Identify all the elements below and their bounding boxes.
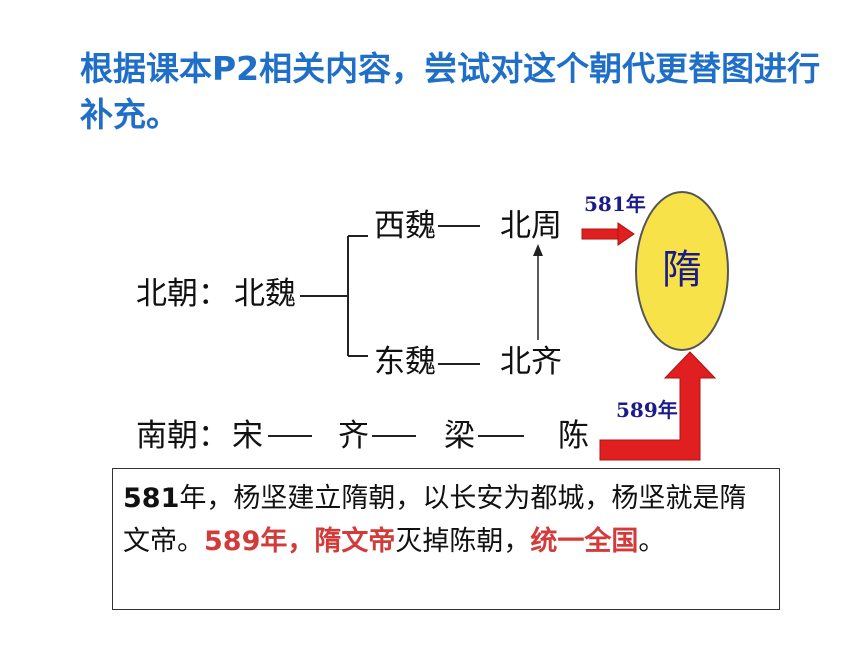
dongwei-label: 东魏 (374, 344, 436, 380)
sui-label: 隋 (662, 247, 702, 293)
south-label: 南朝： (136, 418, 229, 454)
desc-589-text: 灭掉陈朝， (395, 526, 531, 557)
beiqi-label: 北齐 (500, 344, 562, 380)
beiwei-label: 北魏 (234, 276, 296, 312)
south-qi-label: 齐 (338, 418, 369, 454)
sui-ellipse (635, 191, 729, 351)
beiqi-to-beizhou-arrowhead (533, 244, 543, 256)
description-box: 581年，杨坚建立隋朝，以长安为都城，杨坚就是隋文帝。589年，隋文帝灭掉陈朝，… (112, 468, 780, 610)
arrow-581-head (617, 222, 635, 246)
desc-emperor: 隋文帝 (314, 526, 396, 557)
page-title: 根据课本P2相关内容，尝试对这个朝代更替图进行补充。 (80, 49, 821, 134)
south-liang-label: 梁 (444, 418, 475, 454)
south-chen-label: 陈 (558, 418, 589, 454)
year-589-label: 589年 (616, 398, 678, 422)
desc-589-year: 589年， (204, 526, 315, 557)
desc-581-text: 年，杨坚建立隋朝，以长安为都城，杨坚就是隋文帝。 (123, 483, 747, 557)
beizhou-label: 北周 (500, 208, 562, 244)
desc-unify: 统一全国 (530, 526, 639, 557)
xiwei-label: 西魏 (374, 208, 436, 244)
arrow-581-shaft (581, 228, 621, 240)
south-song-label: 宋 (232, 418, 263, 454)
arrow-589 (599, 351, 717, 461)
year-581-label: 581年 (584, 192, 646, 216)
north-label: 北朝： (136, 276, 229, 312)
desc-end: 。 (638, 526, 666, 557)
desc-581-year: 581 (123, 483, 180, 514)
